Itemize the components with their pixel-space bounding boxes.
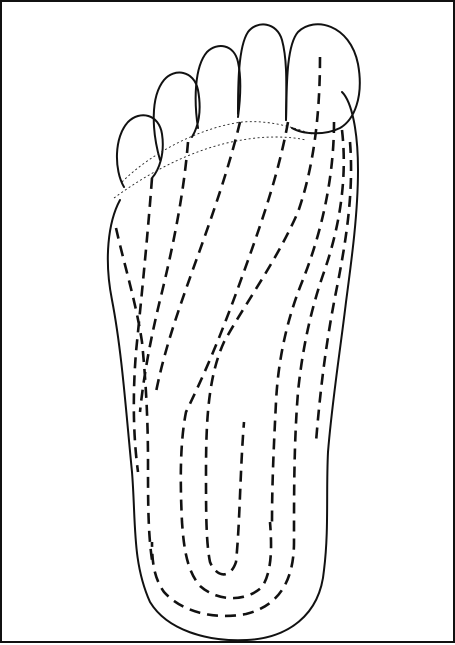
dashed-path-big-toe	[206, 57, 320, 574]
third-toe	[196, 46, 241, 128]
fourth-toe	[154, 73, 200, 160]
sole-outline	[108, 92, 358, 640]
dashed-path-center	[181, 122, 288, 598]
toe-crease	[122, 122, 312, 182]
second-toe	[238, 24, 286, 120]
little-toe	[117, 115, 163, 187]
big-toe	[286, 24, 360, 133]
dashed-path-fourth-toe	[134, 178, 152, 472]
dashed-path-third-toe	[140, 142, 188, 412]
dashed-path-second-toe	[156, 122, 240, 392]
dashed-path-medial-inner	[272, 122, 334, 522]
